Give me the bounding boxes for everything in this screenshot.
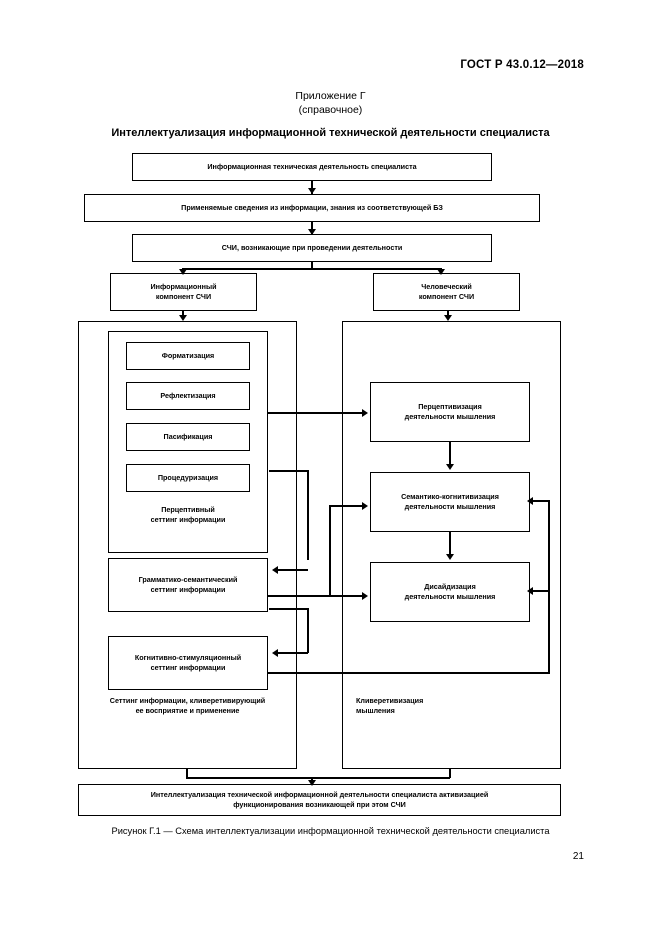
connector-line: [307, 608, 309, 653]
box-label-line2: функционирования возникающей при этом СЧ…: [233, 800, 406, 809]
connector-line: [307, 470, 309, 560]
connector-line: [311, 262, 313, 269]
connector-line: [186, 777, 450, 779]
arrow-left-icon: [272, 649, 278, 657]
label-line2: сеттинг информации: [150, 514, 226, 524]
box-label-line1: Грамматико-семантический: [138, 575, 238, 585]
box-label-line1: Человеческий: [421, 282, 472, 292]
box-label-line2: сеттинг информации: [150, 585, 226, 594]
box-label: Информационная техническая деятельность …: [207, 162, 417, 172]
box-label: Процедуризация: [157, 473, 219, 483]
box-grammar-semantic-setting: Грамматико-семантический сеттинг информа…: [108, 558, 268, 612]
connector-line: [268, 672, 550, 674]
box-label-line2: компонент СЧИ: [418, 292, 475, 301]
box-reflectization: Рефлектизация: [126, 382, 250, 410]
arrow-down-icon: [308, 780, 316, 786]
connector-line: [449, 532, 451, 556]
arrow-left-icon: [527, 497, 533, 505]
box-perceptivization-of-thinking: Перцептивизация деятельности мышления: [370, 382, 530, 442]
box-applied-knowledge: Применяемые сведения из информации, знан…: [84, 194, 540, 222]
box-formatization: Форматизация: [126, 342, 250, 370]
box-information-component: Информационный компонент СЧИ: [110, 273, 257, 311]
arrow-right-icon: [362, 592, 368, 600]
connector-line: [278, 569, 308, 571]
appendix-label: Приложение Г: [295, 90, 366, 102]
arrow-left-icon: [527, 587, 533, 595]
box-info-technical-activity: Информационная техническая деятельность …: [132, 153, 492, 181]
label-line1: Сеттинг информации, кливеретивирующий: [109, 696, 266, 705]
box-proceduralization: Процедуризация: [126, 464, 250, 492]
label-line2: мышления: [356, 705, 395, 715]
box-label-line2: деятельности мышления: [404, 592, 496, 601]
box-label: Форматизация: [161, 351, 215, 361]
box-desideization-of-thinking: Дисайдизация деятельности мышления: [370, 562, 530, 622]
connector-line: [269, 608, 308, 610]
arrow-down-icon: [446, 464, 454, 470]
box-cognitive-stimulation-setting: Когнитивно-стимуляционный сеттинг информ…: [108, 636, 268, 690]
box-label-line2: деятельности мышления: [404, 412, 496, 421]
arrow-down-icon: [179, 269, 187, 275]
connector-line: [532, 500, 549, 502]
standard-number: ГОСТ Р 43.0.12—2018: [460, 59, 584, 71]
box-label: Пасификация: [163, 432, 213, 442]
box-label: Применяемые сведения из информации, знан…: [181, 203, 443, 213]
box-label: Рефлектизация: [160, 391, 216, 401]
arrow-down-icon: [437, 269, 445, 275]
connector-line: [532, 590, 549, 592]
box-pacification: Пасификация: [126, 423, 250, 451]
box-label-line1: Дисайдизация: [424, 582, 476, 592]
connector-line: [268, 595, 362, 597]
box-label-line2: компонент СЧИ: [155, 292, 212, 301]
label-information-setting-group: Сеттинг информации, кливеретивирующий ее…: [78, 696, 297, 715]
page-number: 21: [572, 851, 584, 862]
connector-line: [311, 222, 313, 235]
arrow-down-icon: [444, 315, 452, 321]
box-label-line2: деятельности мышления: [404, 502, 496, 511]
box-semantic-cognitivization-of-thinking: Семантико-когнитивизация деятельности мы…: [370, 472, 530, 532]
label-perceptive-setting: Перцептивный сеттинг информации: [108, 505, 268, 524]
appendix-sublabel: (справочное): [298, 104, 363, 116]
box-schi-arising: СЧИ, возникающие при проведении деятельн…: [132, 234, 492, 262]
arrow-down-icon: [308, 229, 316, 235]
label-line1: Кливеретивизация: [356, 696, 424, 705]
connector-line: [278, 652, 308, 654]
connector-line: [183, 268, 441, 270]
connector-line: [268, 412, 362, 414]
arrow-down-icon: [446, 554, 454, 560]
label-line1: Перцептивный: [161, 505, 215, 514]
arrow-down-icon: [179, 315, 187, 321]
arrow-left-icon: [272, 566, 278, 574]
connector-line: [186, 769, 188, 778]
figure-caption: Рисунок Г.1 — Схема интеллектуализации и…: [111, 826, 550, 836]
connector-line: [548, 500, 550, 673]
box-human-component: Человеческий компонент СЧИ: [373, 273, 520, 311]
arrow-down-icon: [308, 188, 316, 194]
connector-line: [269, 470, 308, 472]
arrow-right-icon: [362, 409, 368, 417]
connector-line: [311, 181, 313, 194]
connector-line: [329, 505, 331, 596]
connector-line: [329, 505, 362, 507]
box-label-line1: Когнитивно-стимуляционный: [134, 653, 242, 663]
page-title: Интеллектуализация информационной технич…: [111, 127, 550, 139]
box-label-line1: Интеллектуализация технической информаци…: [150, 790, 489, 800]
box-label-line1: Перцептивизация: [418, 402, 482, 412]
label-line2: ее восприятие и применение: [135, 705, 240, 715]
arrow-right-icon: [362, 502, 368, 510]
connector-line: [449, 769, 451, 778]
box-intellectualization-result: Интеллектуализация технической информаци…: [78, 784, 561, 816]
box-label: СЧИ, возникающие при проведении деятельн…: [221, 243, 403, 253]
label-thinking-group: Кливеретивизация мышления: [342, 696, 542, 715]
box-label-line2: сеттинг информации: [150, 663, 226, 672]
box-label-line1: Семантико-когнитивизация: [401, 492, 499, 502]
connector-line: [449, 442, 451, 466]
box-label-line1: Информационный: [150, 282, 217, 292]
